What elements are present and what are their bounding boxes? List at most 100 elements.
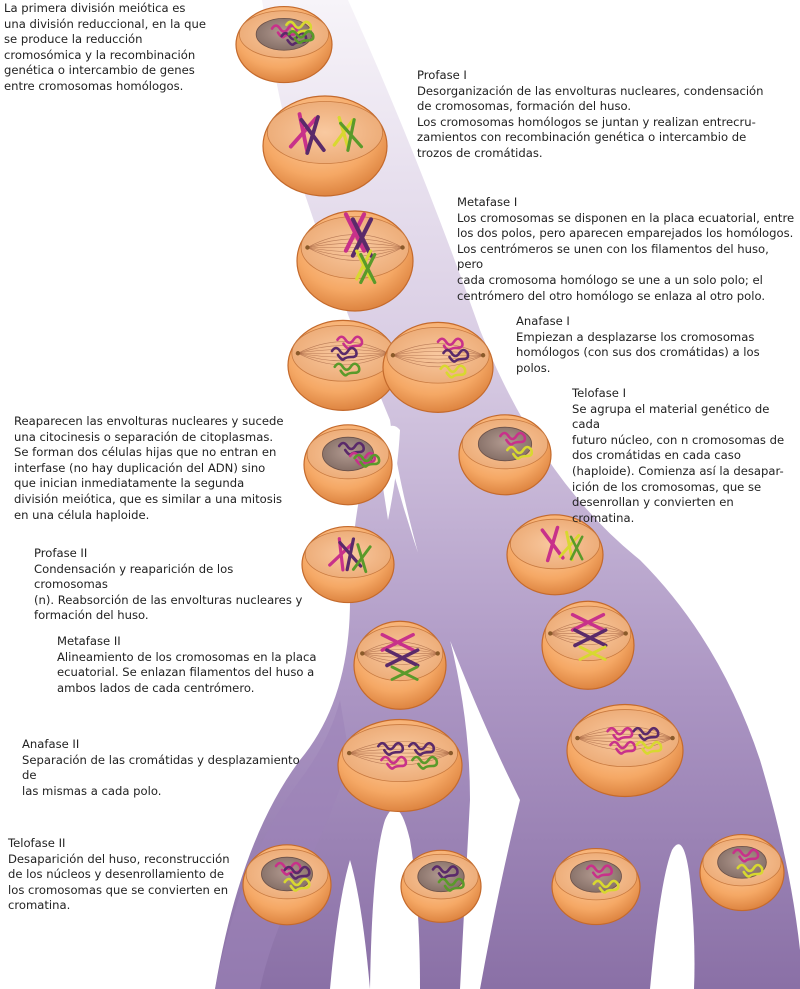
intro-text: La primera división meiótica es una divi…	[4, 1, 239, 95]
cell-profase2-left	[301, 525, 395, 604]
chromatin	[333, 362, 361, 377]
chromatin	[732, 848, 760, 863]
chromatin	[285, 20, 313, 35]
metafase2-title: Metafase II	[57, 634, 121, 648]
chromatin	[411, 755, 439, 770]
cell-telofase1-left	[303, 424, 393, 506]
cell-anafase2-right	[566, 703, 684, 798]
spindle-fiber	[307, 242, 403, 248]
profase1-text: Profase I Desorganización de las envoltu…	[417, 68, 797, 162]
chromatin	[736, 863, 764, 878]
anafase1-text: Anafase I Empiezan a desplazarse los cro…	[516, 314, 796, 376]
spindle-fiber	[297, 349, 389, 354]
cell-anafase1-left	[287, 319, 399, 411]
profase2-title: Profase II	[34, 546, 88, 560]
chromatin	[283, 877, 311, 892]
chromosome	[569, 535, 584, 561]
profase1-body: Desorganización de las envolturas nuclea…	[417, 83, 764, 160]
spindle-fiber	[297, 345, 389, 354]
chromosome	[343, 212, 367, 253]
anafase2-text: Anafase II Separación de las cromátidas …	[22, 737, 312, 799]
spindle-fiber	[362, 653, 438, 666]
chromosome	[332, 115, 355, 150]
anafase1-title: Anafase I	[516, 314, 570, 328]
anafase2-body: Separación de las cromátidas y desplazam…	[22, 752, 300, 798]
chromatin	[287, 30, 315, 45]
telofase1-title: Telofase I	[572, 386, 627, 400]
gap-central	[370, 808, 420, 989]
metafase1-title: Metafase I	[457, 195, 518, 209]
cell-metafase1	[296, 210, 414, 312]
centriole	[480, 353, 486, 358]
spindle-fiber	[392, 354, 484, 368]
chromatin	[408, 741, 436, 756]
spindle-fiber	[349, 748, 451, 754]
chromatin	[606, 726, 634, 741]
metafase1-text: Metafase I Los cromosomas se disponen en…	[457, 195, 797, 304]
chromosome	[355, 249, 373, 281]
spindle-fiber	[392, 343, 484, 356]
cell-telofase2-3	[551, 847, 641, 926]
centriole	[346, 750, 352, 756]
centriole	[360, 651, 365, 656]
chromatin	[442, 348, 470, 363]
chromosome	[385, 648, 420, 668]
spindle-fiber	[577, 726, 673, 739]
spindle-fiber	[307, 247, 403, 257]
spindle-fiber	[362, 645, 438, 654]
intro-body: La primera división meiótica es una divi…	[4, 1, 207, 93]
metafase1-body: Los cromosomas se disponen en la placa e…	[457, 210, 795, 303]
centriole	[435, 651, 440, 656]
spindle-fiber	[307, 247, 403, 261]
metafase2-text: Metafase II Alineamiento de los cromosom…	[57, 634, 337, 696]
chromatin	[585, 864, 613, 879]
spindle-fiber	[392, 354, 484, 360]
chromosome	[578, 645, 607, 661]
cell-metafase2-left	[353, 620, 447, 710]
cell-anafase2-left	[337, 718, 463, 813]
chromosome	[390, 665, 419, 681]
citocinesis-body: Reaparecen las envolturas nucleares y su…	[14, 414, 284, 522]
centriole	[670, 735, 675, 741]
profase2-body: Condensación y reaparición de los cromos…	[34, 561, 303, 623]
chromosome	[359, 252, 377, 285]
cell-metafase2-right	[541, 600, 635, 690]
centriole	[400, 245, 405, 250]
chromatin	[280, 31, 308, 46]
chromatin	[377, 741, 405, 756]
chromosome	[288, 112, 318, 153]
cell-telofase2-4	[699, 833, 785, 912]
chromosome	[380, 632, 415, 652]
centriole	[448, 750, 454, 756]
cell-profase1	[262, 95, 388, 197]
chromatin	[380, 755, 408, 770]
chromatin	[592, 879, 620, 894]
centriole	[575, 735, 580, 741]
chromosome	[573, 628, 608, 648]
gap-right	[650, 844, 695, 989]
chromosome	[339, 118, 364, 152]
centriole	[305, 245, 310, 250]
telofase2-body: Desaparición del huso, reconstrucción de…	[8, 851, 230, 913]
chromatin	[270, 24, 298, 39]
spindle-fiber	[297, 352, 389, 362]
spindle-fiber	[362, 649, 438, 654]
profase1-title: Profase I	[417, 68, 467, 82]
chromosome	[351, 543, 372, 574]
gap-left-bottom	[330, 860, 370, 989]
chromatin	[283, 865, 311, 880]
spindle-fiber	[349, 752, 451, 762]
chromatin	[274, 861, 302, 876]
spindle-fiber	[297, 341, 389, 354]
metafase2-body: Alineamiento de los cromosomas en la pla…	[57, 649, 317, 695]
spindle-fiber	[392, 351, 484, 356]
telofase2-title: Telofase II	[8, 836, 66, 850]
chromatin	[431, 865, 459, 880]
spindle-fiber	[550, 633, 626, 646]
spindle-fiber	[297, 352, 389, 366]
chromatin	[635, 740, 663, 755]
cell-start	[235, 5, 333, 84]
chromatin	[632, 726, 660, 741]
centriole	[623, 631, 628, 636]
